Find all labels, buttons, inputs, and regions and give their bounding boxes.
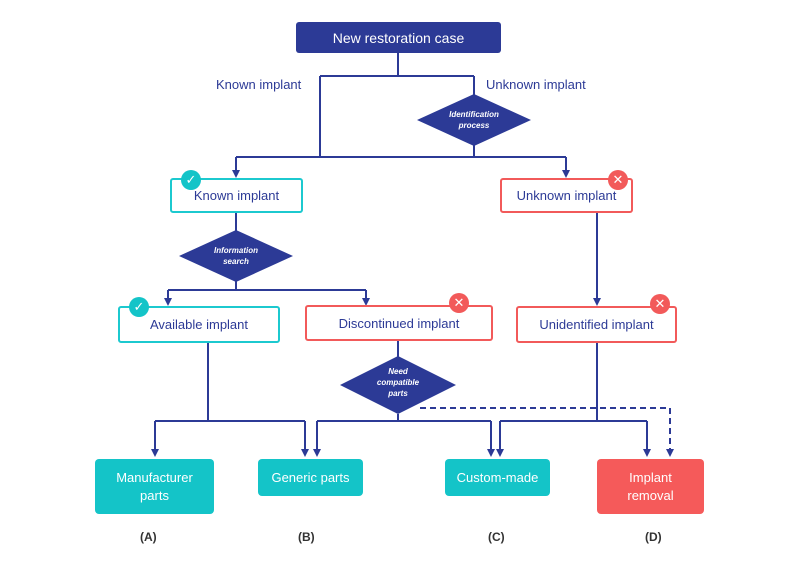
node-new-restoration-case: New restoration case xyxy=(296,22,501,53)
decision-compatible xyxy=(340,356,456,414)
outcome-custom-made: Custom-made xyxy=(445,459,550,496)
branch-label-unknown: Unknown implant xyxy=(486,77,586,92)
dashed-to-removal xyxy=(420,407,674,457)
outcome-generic-parts: Generic parts xyxy=(258,459,363,496)
decision-identification-label: Identification process xyxy=(449,110,499,131)
category-a: (A) xyxy=(140,530,157,544)
node-known-implant: Known implant xyxy=(170,178,303,213)
decision-information xyxy=(179,230,293,282)
x-icon: ✕ xyxy=(650,294,670,314)
node-unidentified-implant: Unidentified implant xyxy=(516,306,677,343)
category-b: (B) xyxy=(298,530,315,544)
decision-identification xyxy=(417,94,531,146)
check-icon: ✓ xyxy=(181,170,201,190)
node-discontinued-implant: Discontinued implant xyxy=(305,305,493,341)
outcome-manufacturer-parts: Manufacturer parts xyxy=(95,459,214,514)
outcome-implant-removal: Implant removal xyxy=(597,459,704,514)
branch-label-known: Known implant xyxy=(216,77,302,92)
x-icon: ✕ xyxy=(449,293,469,313)
category-d: (D) xyxy=(645,530,662,544)
check-icon: ✓ xyxy=(129,297,149,317)
category-c: (C) xyxy=(488,530,505,544)
decision-information-label: Information search xyxy=(214,246,258,267)
x-icon: ✕ xyxy=(608,170,628,190)
decision-compatible-label: Need compatible parts xyxy=(376,367,420,399)
